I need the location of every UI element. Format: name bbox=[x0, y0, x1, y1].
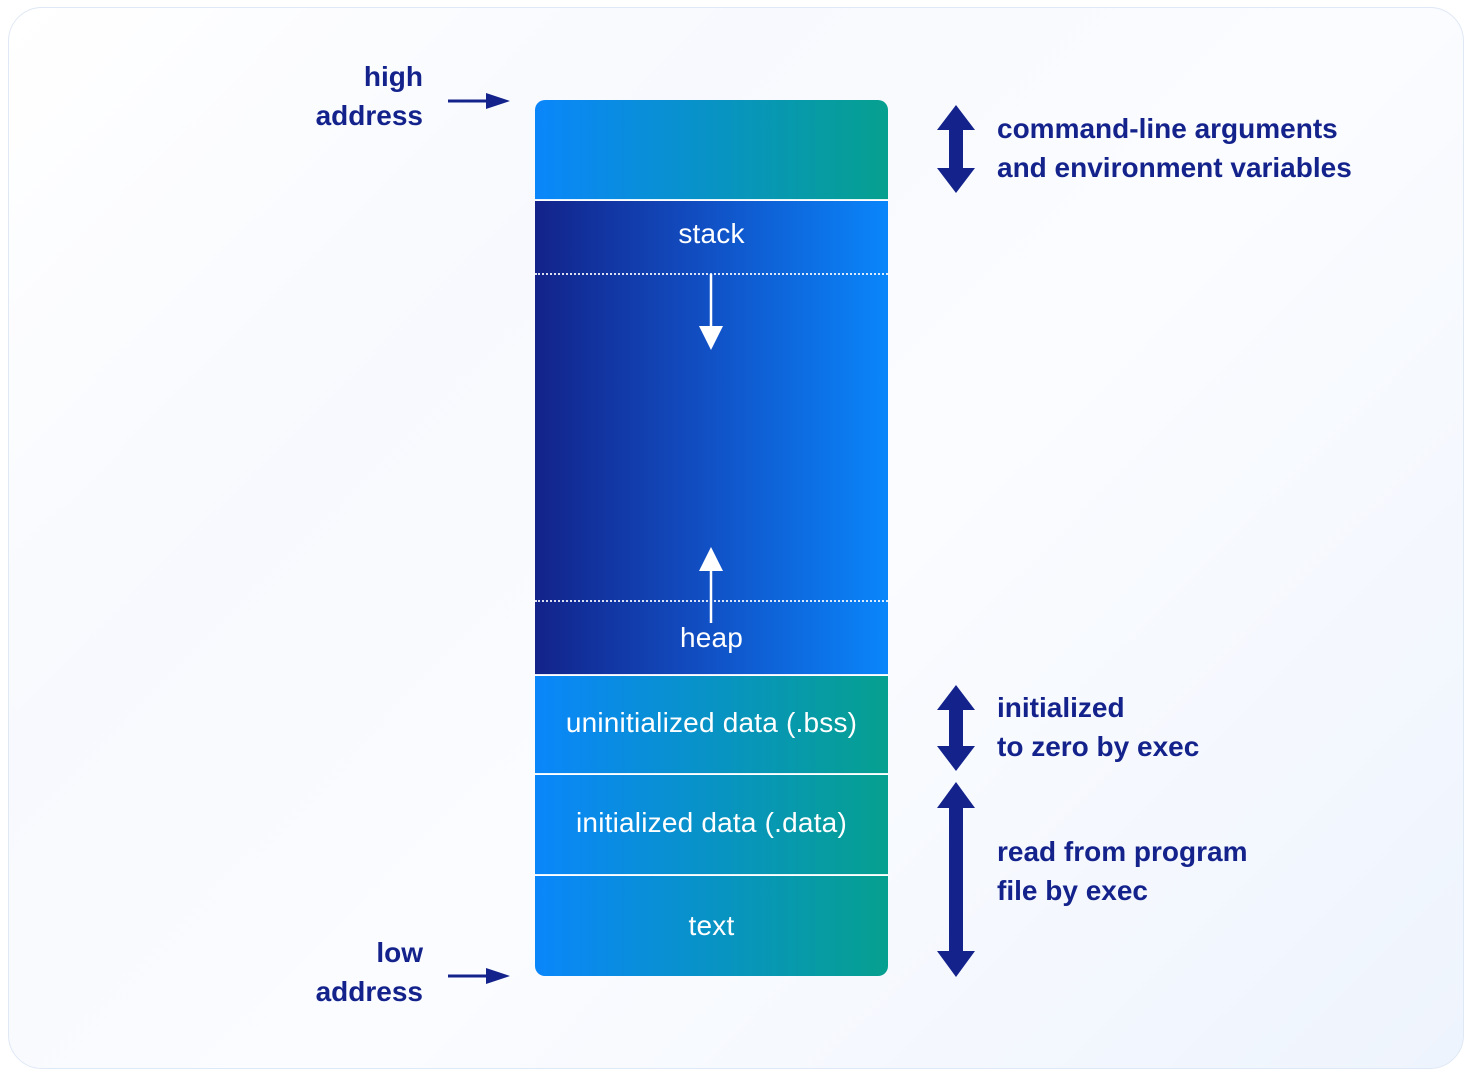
segment-divider bbox=[535, 874, 888, 876]
annotation-data-text: read from program file by exec bbox=[997, 832, 1248, 910]
low-address-line-1: low bbox=[376, 937, 423, 968]
segment-heap-label: heap bbox=[679, 622, 744, 653]
annotation-bss-line-1: initialized bbox=[997, 692, 1125, 723]
segment-divider bbox=[535, 674, 888, 676]
low-address-label: low address bbox=[223, 933, 423, 1011]
segment-data: initialized data (.data) bbox=[535, 775, 888, 875]
high-address-line-2: address bbox=[315, 100, 423, 131]
segment-text: text bbox=[535, 876, 888, 976]
high-address-label: high address bbox=[223, 57, 423, 135]
bss-range-arrow-icon bbox=[937, 685, 975, 771]
segment-data-label: initialized data (.data) bbox=[576, 807, 847, 838]
high-address-line-1: high bbox=[363, 61, 423, 92]
segment-text-label: text bbox=[688, 910, 735, 941]
annotation-args-env: command-line arguments and environment v… bbox=[997, 109, 1352, 187]
annotation-data-text-line-2: file by exec bbox=[997, 875, 1148, 906]
annotation-bss: initialized to zero by exec bbox=[997, 688, 1199, 766]
segment-bss-label: uninitialized data (.bss) bbox=[565, 707, 858, 738]
low-address-arrow-icon bbox=[448, 968, 510, 984]
segment-divider bbox=[535, 773, 888, 775]
memory-layout-column: stack heap uninitialized data (.bss) ini… bbox=[535, 100, 888, 976]
heap-growth-up-arrow-icon bbox=[699, 547, 723, 623]
low-address-line-2: address bbox=[315, 976, 423, 1007]
data-text-range-arrow-icon bbox=[937, 782, 975, 977]
heap-boundary-line bbox=[535, 600, 888, 602]
segment-args-env bbox=[535, 100, 888, 200]
annotation-bss-line-2: to zero by exec bbox=[997, 731, 1200, 762]
segment-stack-label: stack bbox=[678, 218, 745, 249]
segment-stack-heap-region: stack heap bbox=[535, 201, 888, 675]
segment-bss: uninitialized data (.bss) bbox=[535, 676, 888, 774]
high-address-arrow-icon bbox=[448, 93, 510, 109]
annotation-args-env-line-1: command-line arguments bbox=[997, 113, 1338, 144]
segment-divider bbox=[535, 199, 888, 201]
annotation-data-text-line-1: read from program bbox=[997, 836, 1248, 867]
annotation-args-env-line-2: and environment variables bbox=[997, 152, 1352, 183]
args-env-range-arrow-icon bbox=[937, 105, 975, 193]
stack-growth-down-arrow-icon bbox=[699, 274, 723, 350]
